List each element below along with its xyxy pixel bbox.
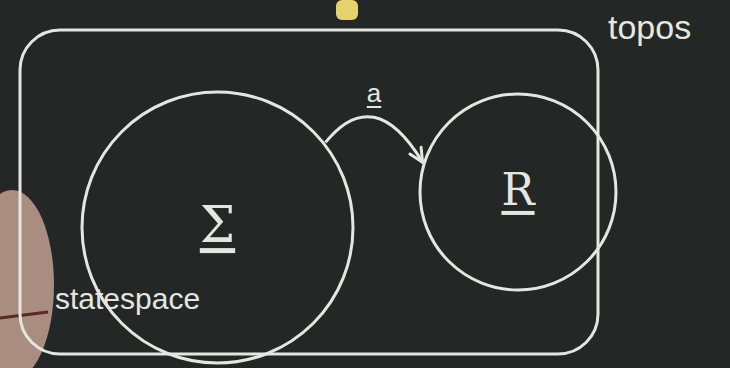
- statespace-label: statespace: [55, 282, 200, 316]
- region-title: topos: [608, 8, 691, 47]
- glasses-line: [0, 312, 48, 318]
- sigma-symbol: Σ: [80, 196, 355, 254]
- map-arrow: [325, 117, 422, 163]
- topos-region: toposΣstatespaceR: [18, 28, 600, 356]
- value-circle: R: [418, 92, 618, 292]
- lecturer-head: [0, 190, 54, 368]
- arrow-label: a: [367, 78, 381, 109]
- r-symbol: R: [418, 164, 618, 215]
- statespace-circle: Σstatespace: [80, 90, 355, 365]
- light-fixture: [336, 0, 358, 20]
- arrow-head: [410, 154, 423, 162]
